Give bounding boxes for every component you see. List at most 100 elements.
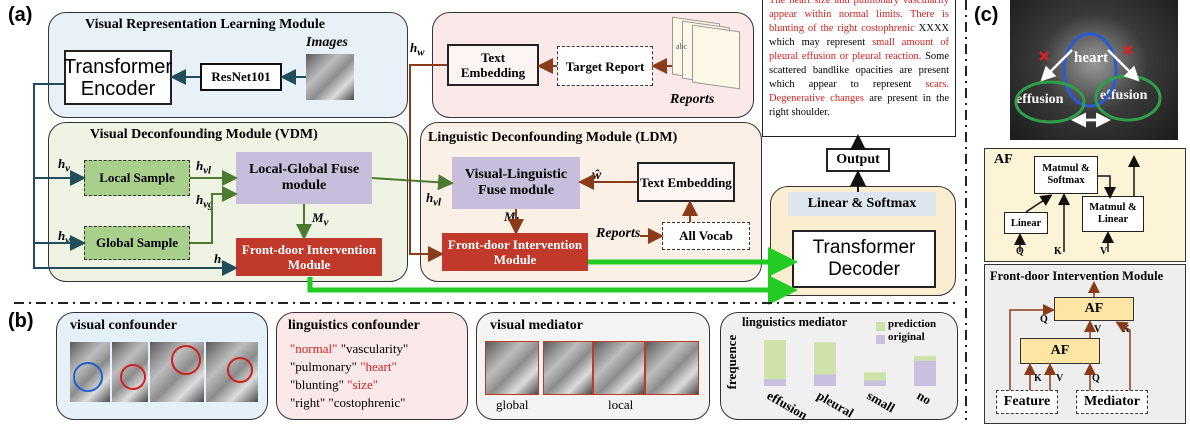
confounder-word-row: "right" "costophrenic" [290, 394, 408, 412]
fdi-v-upper: V [1094, 324, 1102, 335]
legend-original-swatch [876, 335, 885, 344]
fdi-k-lower: K [1034, 373, 1042, 384]
effusion-left-label: effusion [1016, 92, 1064, 107]
frequence-axis-label: frequence [724, 334, 739, 390]
bar-prediction-no [914, 356, 936, 361]
report-text-segment: scars. Degenerative changes [769, 79, 949, 104]
legend-prediction-swatch [876, 322, 885, 331]
af-v-label: V [1100, 246, 1108, 257]
transformer-decoder-box: Transformer Decoder [792, 230, 936, 288]
legend-prediction-label: prediction [888, 318, 937, 330]
chest-xray-annotated [1010, 0, 1178, 140]
confounder-word-row: "blunting" "size" [290, 376, 408, 394]
mediator-local-image-3 [645, 341, 699, 395]
confounder-word: "blunting" [290, 377, 344, 392]
transformer-encoder-box: Transformer Encoder [64, 50, 172, 105]
matmul-softmax-box: Matmul & Softmax [1034, 156, 1098, 194]
hvl-label: hvl [196, 158, 212, 177]
hv-label-1: hv [58, 156, 71, 175]
confounder-word-row: "normal" "vascularity" [290, 340, 408, 358]
confounder-word-list: "normal" "vascularity""pulmonary" "heart… [290, 340, 408, 412]
report-text-segment: XXXX which may represent [769, 23, 949, 48]
linear-softmax-box: Linear & Softmax [788, 192, 936, 216]
af-q-label: Q [1016, 246, 1024, 257]
af-title: AF [994, 152, 1013, 167]
global-sample-box: Global Sample [84, 226, 190, 260]
xray-input-image [306, 54, 354, 100]
document-text: abc [676, 42, 688, 51]
report-text-segment: The heart size and pulmonary vascularity… [769, 0, 949, 34]
text-embedding-top-box: Text Embedding [447, 44, 539, 86]
global-caption: global [496, 397, 529, 412]
bar-label: effusion [765, 388, 811, 420]
report-text-segment: Some scattered bandlike opacities are pr… [769, 51, 949, 90]
confounder-image-4 [206, 342, 258, 402]
report-text-box: The heart size and pulmonary vascularity… [762, 0, 956, 137]
hvl-ldm-label: hvl [426, 190, 442, 209]
mediator-box: Mediator [1076, 390, 1148, 414]
mediator-local-image-1 [543, 341, 593, 395]
mediator-local-image-2 [593, 341, 645, 395]
report-text: The heart size and pulmonary vascularity… [763, 0, 955, 120]
local-sample-box: Local Sample [84, 160, 190, 196]
local-caption: local [608, 397, 634, 412]
bar-prediction-effusion [764, 340, 786, 380]
all-vocab-box: All Vocab [662, 222, 750, 250]
images-label: Images [306, 35, 348, 50]
hvg-label: hvg [196, 192, 214, 211]
linguistics-mediator-title: linguistics mediator [742, 315, 848, 329]
mv-label: Mv [312, 210, 329, 229]
af-block-upper: AF [1054, 297, 1134, 321]
target-report-box: Target Report [557, 46, 653, 86]
reports-label-top: Reports [670, 92, 715, 107]
fdi-q-upper: Q [1040, 314, 1048, 325]
fdi-k-upper: K [1122, 324, 1130, 335]
bar-prediction-pleural [814, 342, 836, 375]
confounder-word: "vascularity" [340, 341, 409, 356]
af-block-lower: AF [1020, 338, 1100, 364]
fdi-v-lower: V [1056, 373, 1064, 384]
ml-label: Ml [504, 209, 519, 228]
bar-original-pleural [814, 374, 836, 386]
af-linear-box: Linear [1004, 212, 1048, 234]
bar-original-effusion [764, 379, 786, 386]
confounder-word: "pulmonary" [290, 359, 357, 374]
bar-label: pleural [815, 388, 857, 420]
feature-box: Feature [996, 390, 1058, 414]
transformer-encoder-label: Transformer Encoder [63, 55, 173, 100]
output-box: Output [826, 148, 890, 172]
vdm-front-door-box: Front-door Intervention Module [236, 238, 382, 276]
fdi-q-lower: Q [1092, 373, 1100, 384]
confounder-word: "heart" [360, 359, 397, 374]
confounder-word: "costophrenic" [328, 395, 406, 410]
bar-label: no [915, 388, 934, 408]
panel-a-label: (a) [8, 4, 33, 26]
ldm-front-door-box: Front-door Intervention Module [442, 233, 588, 271]
effusion-right-label: effusion [1100, 88, 1148, 103]
legend-original-label: original [888, 331, 925, 343]
confounder-image-3 [150, 342, 204, 402]
heart-label: heart [1074, 50, 1109, 66]
visual-linguistic-fuse-box: Visual-Linguistic Fuse module [452, 157, 580, 209]
panel-b-label: (b) [8, 310, 34, 332]
hv-label-2: hv [58, 228, 71, 247]
bar-label: small [865, 388, 898, 416]
hw-label: hw [410, 40, 425, 59]
local-global-fuse-box: Local-Global Fuse module [236, 152, 372, 204]
mediator-global-image [485, 341, 539, 395]
ldm-title: Linguistic Deconfounding Module (LDM) [428, 130, 678, 145]
confounder-word: "right" [290, 395, 326, 410]
confounder-image-1 [70, 342, 110, 402]
report-documents-icon: abc [672, 16, 752, 90]
bar-original-no [914, 360, 936, 386]
confounder-word-row: "pulmonary" "heart" [290, 358, 408, 376]
report-text-segment: are present in the right shoulder. [769, 93, 949, 118]
confounder-word: "normal" [290, 341, 338, 356]
fdi-detail-title: Front-door Intervention Module [990, 269, 1164, 283]
reports-label-ldm: Reports [596, 226, 641, 241]
linguistics-confounder-title: linguistics confounder [288, 318, 420, 333]
hv-label-3: hv [214, 251, 227, 270]
resnet-box: ResNet101 [200, 63, 282, 91]
af-k-label: K [1054, 246, 1062, 257]
